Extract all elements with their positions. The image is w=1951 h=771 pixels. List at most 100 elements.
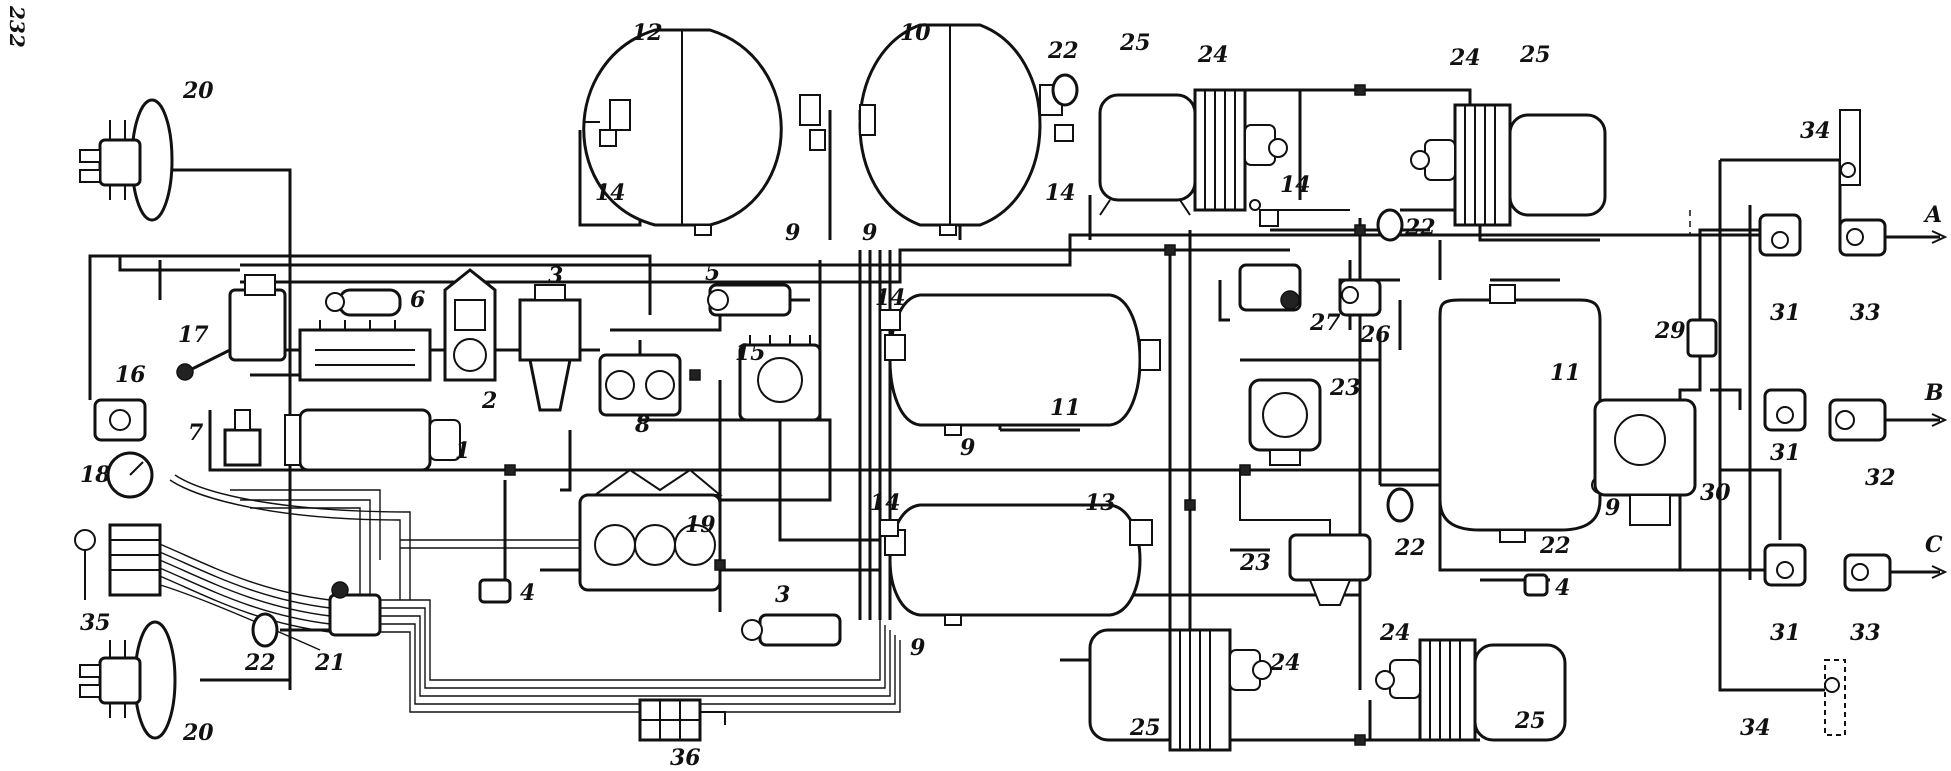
label-24-top-right: 24 [1449, 45, 1481, 71]
valve-22-right-top [1376, 208, 1404, 242]
valve-22-middle [1386, 487, 1414, 523]
spring-chamber-bottom-right [1375, 638, 1567, 742]
label-24-bottom-right: 24 [1379, 620, 1411, 646]
output-label-a: A [1923, 202, 1942, 228]
tap-14-right [1249, 199, 1279, 227]
coupling-32 [1828, 398, 1887, 442]
label-32: 32 [1865, 465, 1896, 491]
label-9-middle: 9 [960, 435, 975, 461]
brake-chamber-bottom-left [79, 620, 177, 740]
tap-14-top-left [585, 121, 617, 147]
label-24-top-left: 24 [1197, 42, 1229, 68]
label-14-top-right: 14 [1045, 180, 1076, 206]
label-16: 16 [115, 362, 146, 388]
label-14-top-left: 14 [595, 180, 626, 206]
label-23-bottom: 23 [1239, 550, 1271, 576]
label-10: 10 [900, 20, 931, 46]
spring-chamber-top-left [1098, 88, 1288, 216]
valve-5-top [707, 283, 810, 317]
label-29: 29 [1654, 318, 1686, 344]
valve-19 [578, 468, 723, 592]
compressor-1 [284, 320, 461, 472]
label-33-top: 33 [1850, 300, 1881, 326]
label-20-top: 20 [182, 78, 214, 104]
label-4-right: 4 [1555, 575, 1570, 601]
page-number: 232 [5, 5, 29, 48]
device-7 [223, 409, 262, 467]
device-17 [176, 274, 287, 381]
brake-chamber-top-left [79, 98, 174, 222]
label-2: 2 [481, 388, 497, 414]
valve-31-middle [1763, 388, 1807, 432]
tap-14-mid [879, 309, 901, 331]
label-3-top: 3 [548, 263, 563, 289]
coupling-33-bottom [1843, 553, 1892, 592]
label-8: 8 [634, 412, 650, 438]
label-9-tank-12: 9 [785, 220, 800, 246]
label-22-middle: 22 [1394, 535, 1426, 561]
filter-3-top [518, 284, 582, 412]
label-30: 30 [1700, 480, 1731, 506]
valve-22-bottom-left [251, 612, 279, 648]
spring-chamber-bottom-left [1088, 628, 1272, 752]
coupling-33-top [1838, 218, 1887, 257]
label-13: 13 [1085, 490, 1116, 516]
label-35: 35 [80, 610, 111, 636]
tap-14-top-right [1054, 124, 1074, 142]
tap-14-bottom [879, 519, 899, 537]
label-23-top: 23 [1329, 375, 1361, 401]
bracket-34-bottom [1824, 659, 1846, 736]
label-22-lower: 22 [1539, 533, 1571, 559]
label-9-vertical: 9 [1605, 495, 1620, 521]
label-3-bottom: 3 [775, 582, 790, 608]
device-6 [325, 288, 402, 317]
connector-block-35 [74, 523, 162, 600]
label-34-top: 34 [1800, 118, 1831, 144]
callout-labels: 20 20 17 16 7 18 35 22 21 6 1 2 3 8 15 5… [80, 20, 1944, 771]
bracket-34-top [1839, 109, 1861, 186]
label-15: 15 [735, 340, 766, 366]
label-14-bottom: 14 [870, 490, 901, 516]
label-31-bottom: 31 [1770, 620, 1801, 646]
spring-chamber-top-right [1410, 103, 1607, 227]
air-tank-11-middle [884, 293, 1161, 436]
label-24-bottom-left: 24 [1269, 650, 1301, 676]
label-21: 21 [314, 650, 346, 676]
label-18: 18 [80, 462, 111, 488]
valve-15 [738, 335, 822, 422]
air-tank-10 [858, 23, 1063, 236]
valve-29 [1686, 318, 1718, 358]
valve-8 [598, 353, 682, 417]
label-33-bottom: 33 [1850, 620, 1881, 646]
label-12: 12 [632, 20, 663, 46]
output-label-b: B [1924, 380, 1944, 406]
valve-27 [1238, 263, 1302, 312]
gauge-18 [106, 451, 154, 499]
label-31-top: 31 [1770, 300, 1801, 326]
label-25-top-left: 25 [1119, 30, 1151, 56]
label-1: 1 [455, 438, 470, 464]
label-22-bottom-left: 22 [244, 650, 276, 676]
label-11-vertical: 11 [1550, 360, 1581, 386]
label-7: 7 [188, 420, 204, 446]
air-tank-13 [884, 503, 1153, 626]
air-tank-12 [582, 28, 826, 236]
valve-23-top [1248, 378, 1322, 466]
valve-5-bottom [741, 613, 842, 647]
label-22-top: 22 [1047, 38, 1079, 64]
valve-23-bottom [1288, 533, 1372, 606]
device-16 [93, 398, 147, 442]
label-9-tank-10: 9 [862, 220, 877, 246]
label-14-right: 14 [1280, 172, 1311, 198]
label-31-middle: 31 [1770, 440, 1801, 466]
valve-31-top [1758, 213, 1802, 257]
label-25-bottom-right: 25 [1514, 708, 1546, 734]
label-27: 27 [1309, 310, 1341, 336]
valve-26 [1338, 278, 1382, 317]
label-14-mid: 14 [875, 285, 906, 311]
valve-30 [1593, 398, 1697, 526]
valve-22-top [1051, 73, 1079, 107]
label-22-right-top: 22 [1404, 215, 1436, 241]
valve-31-bottom [1763, 543, 1807, 587]
valve-4-right [1523, 573, 1549, 597]
